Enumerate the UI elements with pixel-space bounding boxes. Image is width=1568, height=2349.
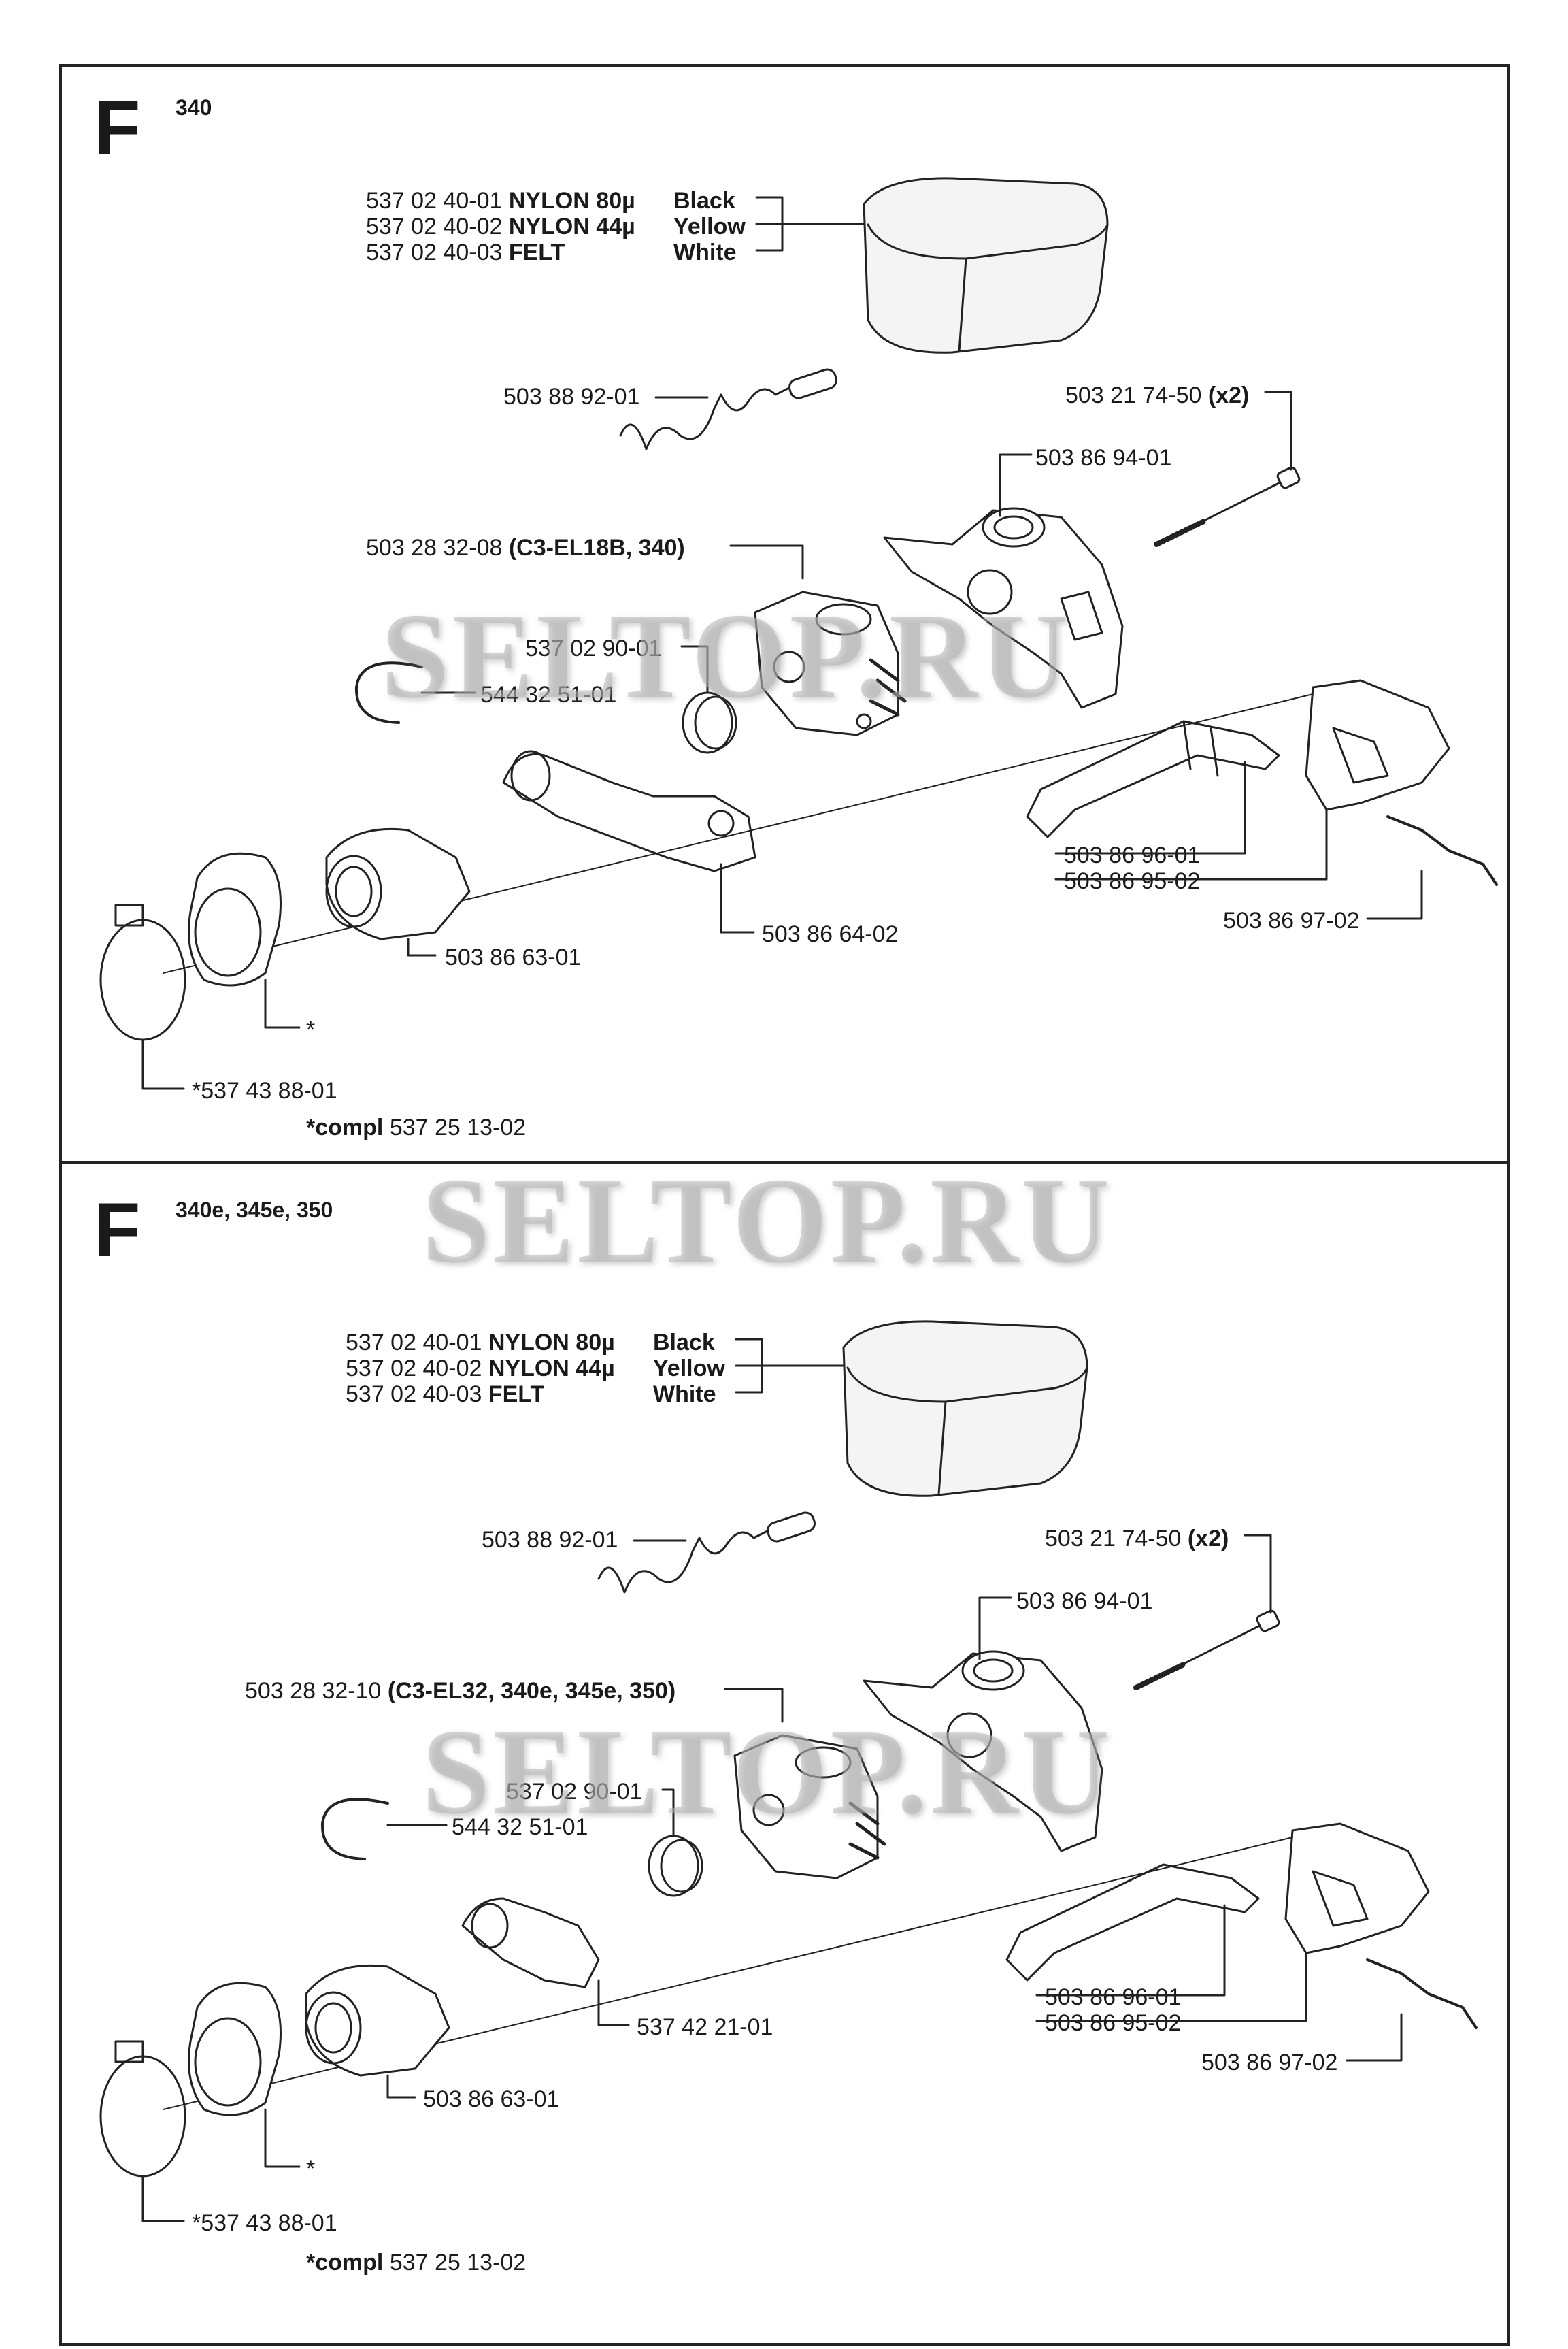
part-label-bracket: 503 86 64-02	[762, 921, 899, 947]
spring-drawing-2	[1366, 1958, 1478, 2029]
filter-color: Yellow	[673, 214, 746, 240]
boot-drawing-2	[188, 1982, 282, 2116]
filter-color: White	[673, 240, 737, 265]
holder-drawing	[883, 507, 1124, 709]
panel-divider	[59, 1161, 1510, 1164]
ring-drawing-2	[320, 1798, 389, 1860]
clamp-drawing	[99, 904, 186, 1041]
part-label-screw: 503 21 74-50 (x2)	[1065, 382, 1250, 408]
boot-drawing	[188, 852, 282, 987]
watermark: SELTOP.RU	[422, 1704, 1112, 1839]
part-label-ring: 544 32 51-01	[480, 682, 617, 708]
holder-drawing-2	[863, 1650, 1103, 1852]
part-label-spring: 503 86 97-02	[1223, 908, 1360, 934]
wire-drawing-2	[597, 1511, 816, 1594]
screw-drawing	[1154, 466, 1301, 547]
compl-label: *compl 537 25 13-02	[306, 1115, 527, 1140]
part-label-ring: 544 32 51-01	[452, 1814, 588, 1840]
part-label-clamp: *537 43 88-01	[192, 2210, 337, 2236]
carburetor-drawing-2	[733, 1734, 886, 1879]
lever-drawing-2	[1005, 1863, 1260, 1982]
watermark: SELTOP.RU	[381, 588, 1071, 723]
watermark: SELTOP.RU	[422, 1153, 1112, 1288]
part-label-lever1: 503 86 96-01	[1045, 1984, 1182, 2010]
carburetor-drawing	[754, 591, 907, 736]
lever-drawing	[1026, 720, 1280, 838]
part-label-wire: 503 88 92-01	[503, 384, 640, 410]
part-label-holder: 503 86 94-01	[1016, 1588, 1153, 1614]
air-filter-drawing-2	[842, 1320, 1088, 1497]
clamp-drawing-2	[99, 2040, 186, 2178]
panel-letter: F	[94, 1187, 141, 1272]
filter-row: 537 02 40-01 NYLON 80µ	[366, 188, 635, 214]
part-label-gasket: 537 02 90-01	[506, 1779, 643, 1805]
filter-row: 537 02 40-01 NYLON 80µ	[346, 1330, 615, 1356]
diagram-frame	[59, 64, 1510, 2346]
choke-drawing-2	[1284, 1822, 1430, 1954]
part-label-spring: 503 86 97-02	[1201, 2050, 1338, 2075]
part-label-clamp: *537 43 88-01	[192, 1078, 337, 1104]
filter-row: 537 02 40-03 FELT	[346, 1381, 545, 1407]
part-label-intake: 503 86 63-01	[423, 2086, 560, 2112]
filter-row: 537 02 40-02 NYLON 44µ	[366, 214, 635, 240]
choke-drawing	[1305, 679, 1450, 811]
bracket-drawing	[502, 750, 756, 872]
ring-drawing	[354, 661, 423, 724]
intake-drawing-2	[305, 1964, 450, 2077]
part-label-holder: 503 86 94-01	[1035, 445, 1172, 471]
part-label-star: *	[306, 2156, 316, 2182]
spring-drawing	[1386, 815, 1498, 886]
part-label-wire: 503 88 92-01	[482, 1527, 618, 1553]
filter-color: Yellow	[653, 1356, 725, 1381]
part-label-star: *	[306, 1017, 316, 1042]
panel-letter: F	[94, 85, 141, 170]
filter-color: White	[653, 1381, 716, 1407]
bracket-drawing-2	[461, 1897, 600, 1988]
compl-label: *compl 537 25 13-02	[306, 2250, 527, 2276]
wire-drawing	[619, 368, 837, 450]
filter-row: 537 02 40-03 FELT	[366, 240, 565, 265]
filter-row: 537 02 40-02 NYLON 44µ	[346, 1356, 615, 1381]
part-label-carburetor: 503 28 32-08 (C3-EL18B, 340)	[366, 535, 685, 561]
filter-color: Black	[653, 1330, 715, 1356]
air-filter-drawing	[863, 177, 1109, 354]
screw-drawing-2	[1133, 1609, 1280, 1690]
part-label-bracket: 537 42 21-01	[637, 2014, 773, 2040]
part-label-lever2: 503 86 95-02	[1064, 868, 1201, 894]
part-label-lever2: 503 86 95-02	[1045, 2010, 1182, 2036]
part-label-screw: 503 21 74-50 (x2)	[1045, 1526, 1229, 1551]
part-label-lever1: 503 86 96-01	[1064, 842, 1201, 868]
part-label-intake: 503 86 63-01	[445, 944, 582, 970]
filter-color: Black	[673, 188, 735, 214]
part-label-carburetor: 503 28 32-10 (C3-EL32, 340e, 345e, 350)	[245, 1678, 676, 1704]
part-label-gasket: 537 02 90-01	[525, 636, 662, 661]
model-label: 340e, 345e, 350	[176, 1198, 333, 1222]
gasket-drawing-2	[648, 1835, 703, 1897]
model-label: 340	[176, 95, 212, 120]
intake-drawing	[325, 827, 471, 940]
